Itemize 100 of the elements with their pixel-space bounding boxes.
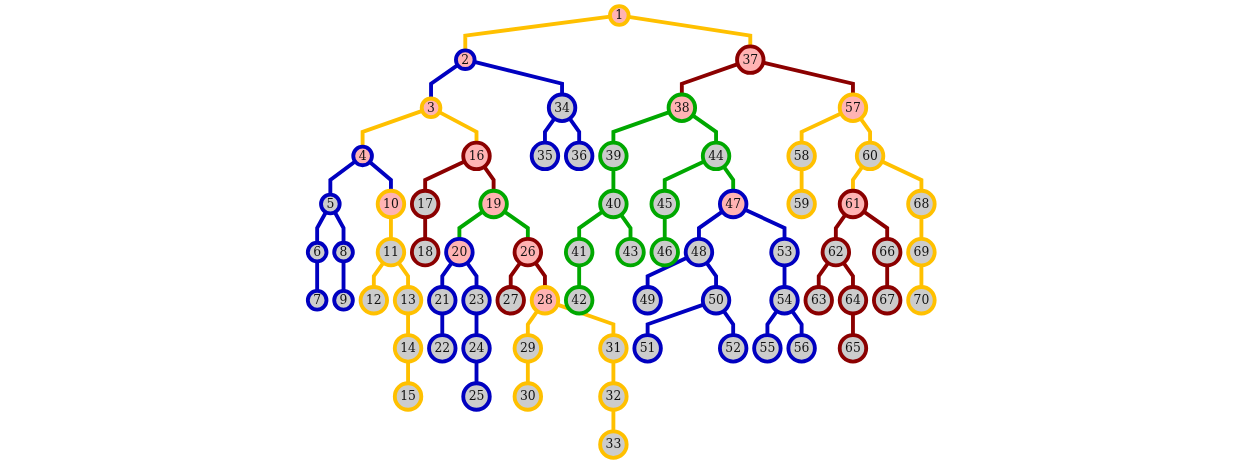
connector — [314, 261, 319, 291]
connector — [862, 210, 889, 239]
connector — [662, 159, 705, 191]
node-circle: 22 — [426, 333, 458, 364]
connector — [799, 111, 842, 143]
node-circle: 60 — [854, 140, 885, 172]
node-circle: 46 — [649, 236, 680, 268]
node-circle: 61 — [837, 188, 868, 220]
connector — [833, 213, 847, 239]
connector — [533, 261, 547, 287]
node-circle: 11 — [375, 236, 406, 268]
connector — [721, 165, 735, 191]
connector — [440, 313, 444, 336]
connector — [428, 63, 459, 99]
node-circle: 54 — [769, 285, 800, 316]
node-circle: 26 — [512, 236, 543, 268]
connector — [423, 217, 427, 239]
connector — [314, 211, 328, 243]
node-circle: 53 — [769, 236, 800, 268]
node-circle: 55 — [751, 333, 783, 364]
node-circle: 20 — [443, 236, 475, 268]
connector — [662, 217, 667, 239]
node-circle: 63 — [803, 285, 834, 316]
connector — [885, 265, 889, 287]
node-circle: 57 — [837, 92, 868, 123]
connector — [841, 261, 855, 287]
node-circle: 17 — [409, 188, 441, 220]
node-circle: 67 — [871, 285, 903, 316]
connector — [645, 256, 688, 287]
node-circle: 25 — [461, 381, 492, 412]
node-circle: 52 — [717, 333, 749, 364]
connector — [881, 159, 924, 191]
node-circle: 30 — [512, 381, 543, 412]
connector — [619, 213, 633, 239]
connector — [332, 211, 346, 243]
connector — [696, 210, 724, 239]
node-circle: 5 — [318, 192, 342, 216]
node-circle: 44 — [700, 140, 731, 172]
node-circle: 12 — [358, 285, 389, 316]
node-circle: 24 — [461, 333, 492, 364]
connector — [850, 165, 864, 191]
connector — [799, 169, 804, 191]
node-circle: 58 — [786, 140, 817, 172]
node-circle: 18 — [409, 236, 441, 268]
node-circle: 47 — [717, 188, 749, 220]
connector — [611, 169, 616, 191]
connector — [388, 217, 393, 239]
node-circle: 69 — [905, 236, 937, 268]
connector — [816, 261, 830, 287]
node-circle: 38 — [666, 92, 697, 123]
connector — [542, 117, 556, 143]
node-circle: 27 — [495, 285, 526, 316]
node-circle: 37 — [734, 44, 766, 75]
node-circle: 39 — [597, 140, 629, 172]
node-circle: 35 — [529, 140, 560, 172]
node-circle: 40 — [597, 188, 629, 220]
connector — [611, 409, 616, 432]
connector — [762, 60, 855, 95]
node-circle: 33 — [597, 429, 629, 460]
node-circle: 23 — [461, 285, 492, 316]
connector — [482, 165, 496, 191]
node-circle: 2 — [453, 48, 477, 71]
node-circle: 10 — [375, 188, 406, 220]
node-circle: 8 — [332, 240, 355, 264]
connector — [679, 62, 739, 95]
node-circle: 29 — [512, 333, 543, 364]
node-circle: 56 — [786, 333, 817, 364]
node-circle: 28 — [529, 285, 560, 316]
node-circle: 3 — [419, 96, 443, 120]
node-circle: 15 — [392, 381, 423, 412]
node-circle: 14 — [392, 333, 423, 364]
connector — [405, 361, 410, 384]
connector — [474, 361, 479, 384]
node-circle: 43 — [615, 236, 646, 268]
connector — [465, 261, 479, 287]
connector — [503, 210, 530, 239]
node-circle: 7 — [305, 289, 329, 312]
connector — [858, 117, 872, 143]
node-circle: 45 — [649, 188, 680, 220]
node-circle: 64 — [837, 285, 868, 316]
node-circle: 49 — [632, 285, 663, 316]
connector — [360, 109, 423, 147]
connector — [525, 309, 539, 336]
connector — [396, 261, 410, 287]
connector — [457, 210, 484, 239]
node-circle: 1 — [607, 4, 631, 27]
node-circle: 66 — [871, 236, 903, 268]
node-circle: 13 — [392, 285, 423, 316]
node-circle: 9 — [332, 289, 355, 312]
connector — [919, 217, 924, 239]
node-circle: 59 — [786, 188, 817, 220]
node-circle: 70 — [905, 285, 937, 316]
connector — [341, 261, 346, 291]
connector — [577, 265, 581, 287]
connector — [474, 313, 479, 336]
node-circle: 62 — [820, 236, 851, 268]
connector — [438, 110, 479, 143]
connector — [691, 113, 718, 143]
node-circle: 36 — [563, 140, 595, 172]
node-circle: 41 — [563, 236, 595, 268]
